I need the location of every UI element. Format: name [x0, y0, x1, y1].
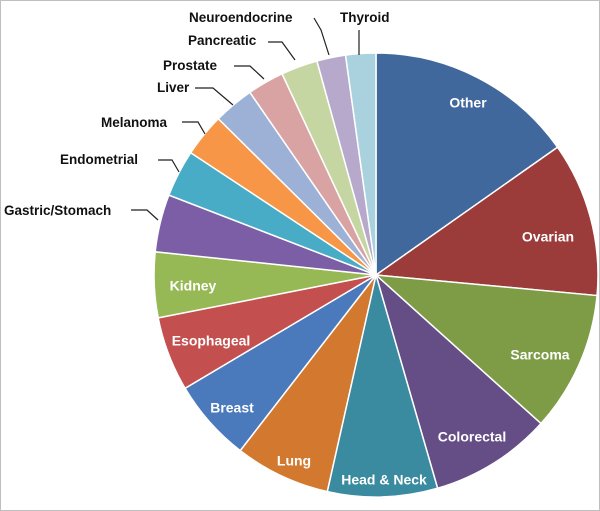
slice-ovarian	[373, 146, 599, 297]
leader-line-prostate	[234, 65, 265, 80]
leader-lines	[131, 17, 360, 221]
pie-slices	[153, 52, 599, 498]
leader-line-melanoma	[182, 121, 206, 135]
slice-label-ovarian: Ovarian	[522, 229, 574, 245]
slice-label-melanoma: Melanoma	[101, 115, 168, 130]
slice-label-kidney: Kidney	[170, 278, 217, 294]
slice-label-sarcoma: Sarcoma	[510, 347, 569, 363]
slice-label-thyroid: Thyroid	[340, 10, 390, 25]
slice-label-liver: Liver	[157, 80, 190, 95]
slice-label-gastric-stomach: Gastric/Stomach	[4, 203, 111, 218]
slice-other	[375, 52, 559, 277]
slice-head-neck	[326, 274, 439, 498]
slice-label-breast: Breast	[210, 400, 254, 416]
slice-label-pancreatic: Pancreatic	[188, 33, 257, 48]
slice-label-esophageal: Esophageal	[172, 333, 251, 349]
slice-label-prostate: Prostate	[163, 58, 218, 73]
slice-label-lung: Lung	[277, 453, 311, 469]
slice-label-other: Other	[449, 95, 487, 111]
slice-label-colorectal: Colorectal	[438, 429, 506, 445]
leader-line-pancreatic	[268, 41, 296, 61]
slice-label-endometrial: Endometrial	[60, 152, 138, 167]
leader-line-gastric-stomach	[131, 209, 159, 221]
slice-colorectal	[374, 272, 543, 490]
leader-line-endometrial	[158, 159, 180, 173]
slice-label-head-neck: Head & Neck	[341, 472, 427, 488]
leader-line-liver	[195, 87, 234, 106]
slice-label-neuroendocrine: Neuroendocrine	[189, 10, 293, 25]
slice-sarcoma	[373, 274, 598, 425]
slice-thyroid	[344, 52, 377, 276]
leader-line-neuroendocrine	[313, 17, 330, 56]
